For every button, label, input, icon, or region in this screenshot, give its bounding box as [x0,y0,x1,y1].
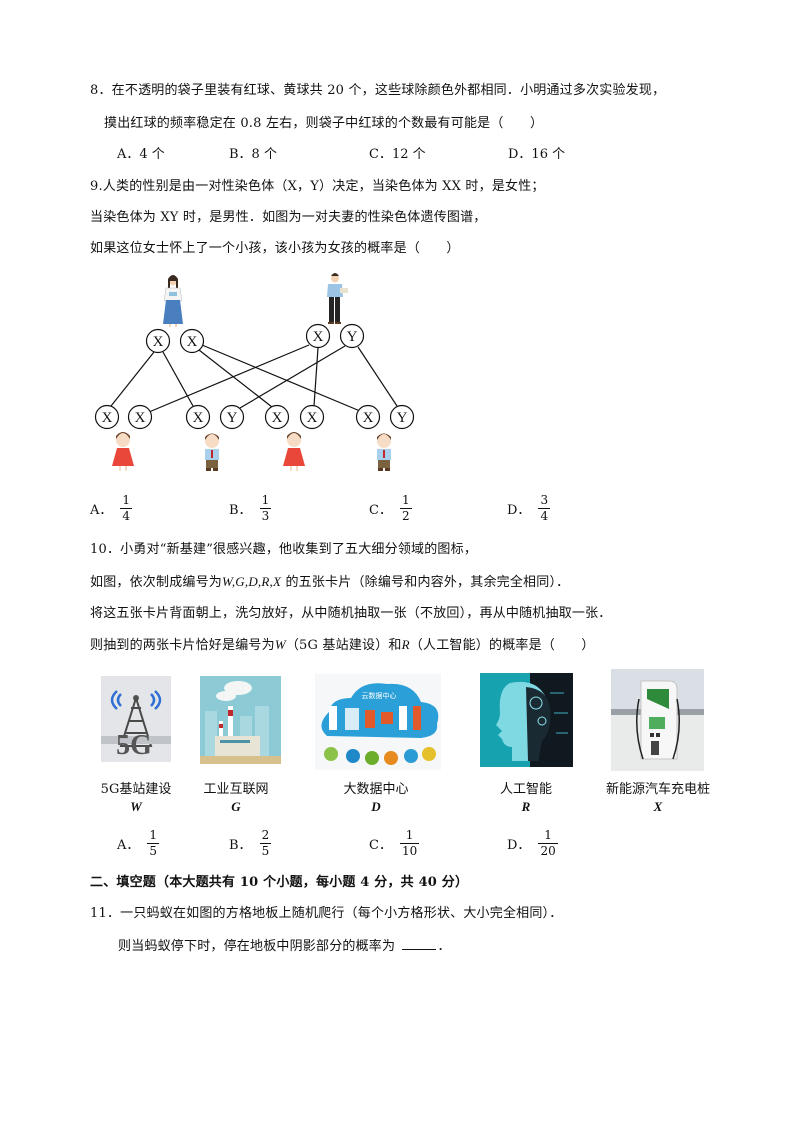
q8-option-b: B．8 个 [229,147,277,162]
mother-chromosome-2: X [187,334,198,350]
girl-figure-icon [283,432,305,471]
card-code-x: X [653,799,663,814]
father-chromosome-1: X [313,329,324,345]
card-caption-g: 工业互联网 [203,782,269,797]
svg-text:5G: 5G [116,730,152,761]
mother-figure-icon [163,275,183,327]
chromosome-inheritance-diagram: X X X Y X X X Y X X X Y [94,273,415,471]
card-caption-r: 人工智能 [499,782,552,797]
section2-title: 二、填空题（本大题共有 10 个小题，每小题 4 分，共 40 分） [90,875,469,890]
q8-option-d: D．16 个 [508,147,566,162]
card-code-g: G [231,799,241,814]
card-code-r: R [521,799,531,814]
q9-stem-line2: 当染色体为 XY 时，是男性．如图为一对夫妻的性染色体遗传图谱， [90,210,487,225]
q10-stem-line4: 则抽到的两张卡片恰好是编号为W（5G 基站建设）和R（人工智能）的概率是（ ） [90,637,595,653]
card-caption-d: 大数据中心 [343,782,409,797]
boy-figure-icon [377,433,391,471]
child1-chromosome-2: X [135,410,146,426]
q11-stem-line1: 11．一只蚂蚁在如图的方格地板上随机爬行（每个小方格形状、大小完全相同）． [90,906,563,921]
mother-chromosome-1: X [153,334,164,350]
card-code-d: D [371,799,381,814]
svg-text:云数据中心: 云数据中心 [362,691,397,700]
card-image-ai [480,673,573,767]
child2-chromosome-1: X [193,410,204,426]
q8-stem-line2: 摸出红球的频率稳定在 0.8 左右，则袋子中红球的个数最有可能是（ ） [104,116,544,131]
card-image-factory [200,676,281,764]
q8-option-c: C．12 个 [369,147,426,162]
q8-option-a: A．4 个 [117,147,165,162]
q10-stem-line3: 将这五张卡片背面朝上，洗匀放好，从中随机抽取一张（不放回），再从中随机抽取一张． [90,606,612,621]
card-caption-w: 5G基站建设 [100,782,172,797]
q11-stem-line2: 则当蚂蚁停下时，停在地板中阴影部分的概率为 ． [118,937,451,954]
child4-chromosome-1: X [363,410,374,426]
father-chromosome-2: Y [347,329,358,345]
card-image-5g-tower: 5G [101,676,171,762]
child2-chromosome-2: Y [227,410,238,426]
child3-chromosome-1: X [272,410,283,426]
q9-stem-line1: 9.人类的性别是由一对性染色体（X，Y）决定，当染色体为 XX 时，是女性； [90,179,545,194]
boy-figure-icon [205,433,219,471]
chromosome-circles [94,323,415,430]
girl-figure-icon [112,432,134,471]
card-image-data-center: 云数据中心 [315,674,441,770]
child1-chromosome-1: X [102,410,113,426]
q10-stem-line2: 如图，依次制成编号为W,G,D,R,X 的五张卡片（除编号和内容外，其余完全相同… [90,574,570,590]
child3-chromosome-2: X [307,410,318,426]
father-figure-icon [327,273,348,324]
q8-stem-line1: 8．在不透明的袋子里装有红球、黄球共 20 个，这些球除颜色外都相同．小明通过多… [90,83,666,98]
q10-stem-line1: 10．小勇对“新基建”很感兴趣，他收集到了五大细分领域的图标， [90,542,478,557]
card-image-ev-charger [611,669,704,771]
card-caption-x: 新能源汽车充电桩 [605,782,710,797]
q9-stem-line3: 如果这位女士怀上了一个小孩，该小孩为女孩的概率是（ ） [90,241,460,256]
answer-blank[interactable] [401,937,436,950]
child4-chromosome-2: Y [397,410,408,426]
card-code-w: W [130,799,142,814]
